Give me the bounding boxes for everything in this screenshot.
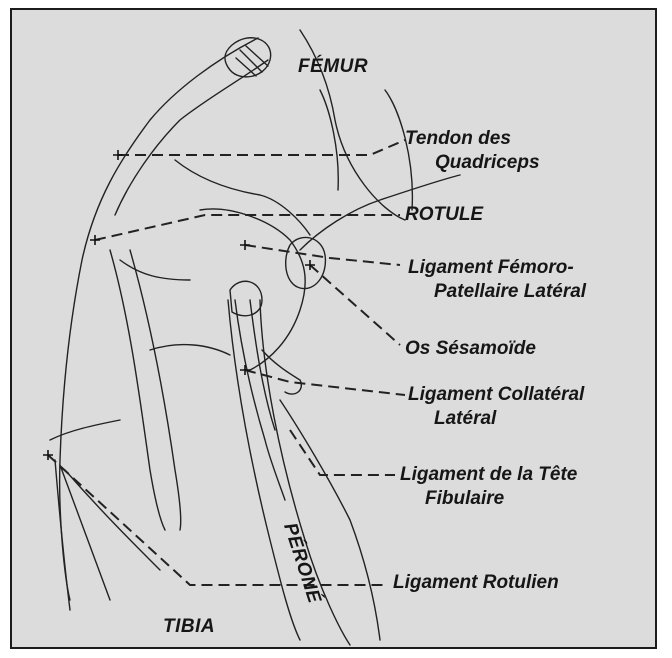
lcl-label: Ligament Collatéral Latéral	[408, 383, 584, 431]
lcl-label-line2: Latéral	[434, 407, 584, 431]
collateral-ligament	[235, 300, 285, 500]
tete-label-line2: Fibulaire	[425, 487, 577, 511]
quadriceps-label-line1: Tendon des	[405, 127, 540, 151]
leader-sesamoide	[310, 265, 400, 345]
leader-quadriceps	[118, 140, 405, 155]
leader-tete	[290, 430, 395, 475]
rotule-label: ROTULE	[405, 203, 483, 227]
marker-rotule	[90, 235, 100, 245]
quadriceps-label: Tendon des Quadriceps	[405, 127, 540, 175]
tibia-outline	[110, 250, 165, 530]
lfp-label-line1: Ligament Fémoro-	[408, 256, 586, 280]
marker-quadriceps	[113, 150, 123, 160]
marker-lcl	[240, 365, 250, 375]
fibula-head	[230, 281, 262, 316]
leader-rotule	[95, 215, 400, 240]
tete-label: Ligament de la Tête Fibulaire	[400, 463, 577, 511]
lfp-label: Ligament Fémoro- Patellaire Latéral	[408, 256, 586, 304]
lfp-label-line2: Patellaire Latéral	[434, 280, 586, 304]
patella-outline	[200, 209, 305, 370]
marker-lfp	[240, 240, 250, 250]
lcl-label-line1: Ligament Collatéral	[408, 383, 584, 407]
sesamoide-label: Os Sésamoïde	[405, 337, 536, 361]
quadriceps-label-line2: Quadriceps	[435, 151, 540, 175]
quadriceps-tendon-outline	[60, 38, 258, 600]
patellar-ligament	[55, 460, 70, 610]
tibia-label: TIBIA	[163, 615, 215, 639]
femur-label: FÉMUR	[298, 55, 368, 79]
tete-label-line1: Ligament de la Tête	[400, 463, 577, 487]
rotulien-label: Ligament Rotulien	[393, 571, 559, 595]
